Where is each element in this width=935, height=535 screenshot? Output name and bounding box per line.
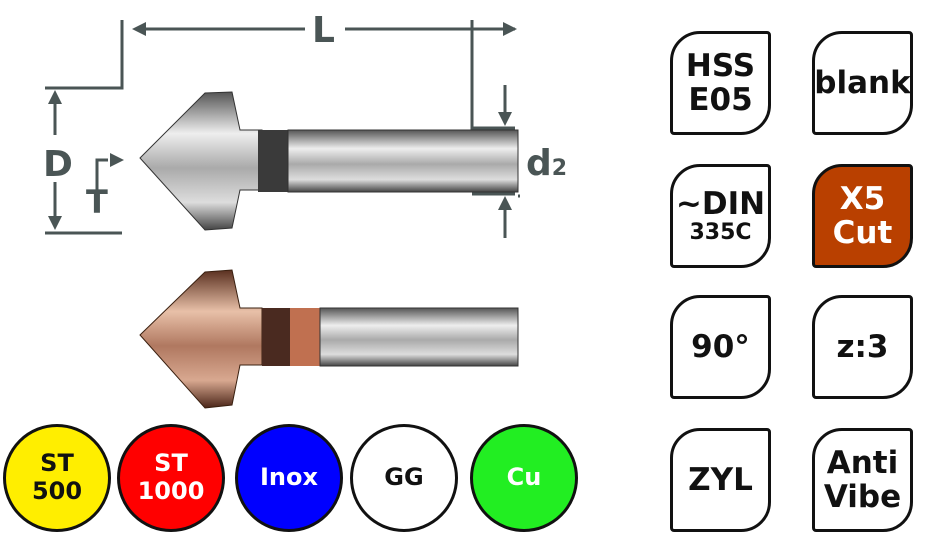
countersink-tool-coated [139, 269, 519, 409]
dimension-lines [45, 20, 520, 238]
dim-d2: d2 [526, 143, 567, 184]
material-inox: Inox [235, 424, 343, 532]
dimension-arrows [48, 22, 517, 230]
material-cu: Cu [470, 424, 578, 532]
badge-angle: 90° [670, 295, 771, 399]
dim-T: T [86, 183, 108, 221]
countersink-tool-steel [139, 91, 519, 231]
badge-shank-zyl: ZYL [670, 428, 771, 532]
dim-L: L [312, 10, 335, 51]
countersink-drawing: L D T d2 [43, 10, 567, 409]
badge-coating-blank: blank [812, 31, 913, 135]
material-gg: GG [350, 424, 458, 532]
dim-D: D [43, 144, 73, 185]
badge-flutes: z:3 [812, 295, 913, 399]
